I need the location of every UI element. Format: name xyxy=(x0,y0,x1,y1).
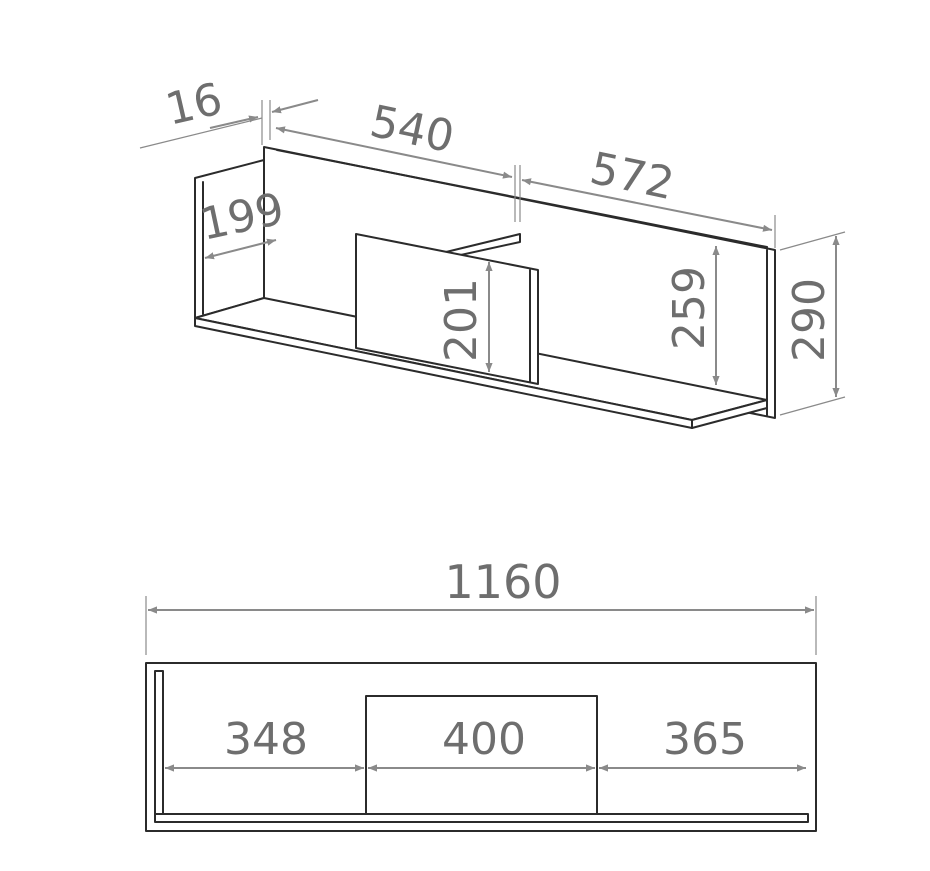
dim-line-540 xyxy=(275,126,513,179)
dim-label-16: 16 xyxy=(161,73,227,135)
top-view-divider xyxy=(365,695,598,815)
dim-label-400: 400 xyxy=(442,714,526,765)
dim-line-16 xyxy=(271,99,319,114)
dim-line-199 xyxy=(204,238,277,260)
bottom-shelf-side xyxy=(691,399,768,429)
dim-line-16-left xyxy=(209,115,259,129)
dim-label-365: 365 xyxy=(663,714,747,765)
perspective-view: 16 540 572 199 201 259 290 xyxy=(139,73,846,429)
top-view-back-panel xyxy=(154,813,809,823)
dim-line-572 xyxy=(521,178,773,232)
top-view: 1160 348 400 365 xyxy=(145,555,817,832)
top-view-left-panel xyxy=(154,670,164,815)
dim-label-348: 348 xyxy=(224,714,308,765)
dim-label-540: 540 xyxy=(366,96,459,163)
dim-label-572: 572 xyxy=(586,143,679,210)
dim-label-259: 259 xyxy=(664,266,715,350)
dim-label-201: 201 xyxy=(436,278,487,362)
dim-label-1160: 1160 xyxy=(444,555,561,609)
dim-label-290: 290 xyxy=(784,278,835,362)
